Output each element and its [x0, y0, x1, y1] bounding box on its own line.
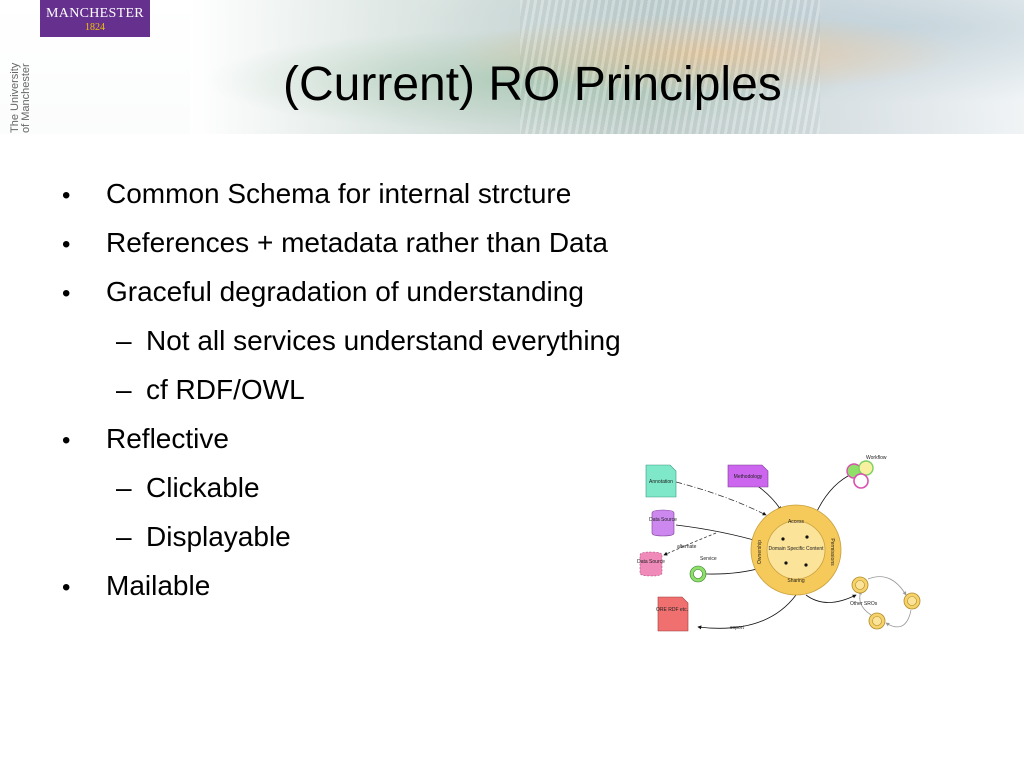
- edge-sro-b: [885, 609, 912, 628]
- data-source-icon: [651, 509, 675, 537]
- bullet-item: • Reflective: [58, 419, 229, 459]
- label-permissions: Permissions: [829, 538, 835, 566]
- bullet-text: Not all services understand everything: [146, 325, 621, 356]
- sub-bullet-item: –Displayable: [116, 517, 291, 557]
- bullet-dot-icon: •: [62, 574, 71, 601]
- dash-icon: –: [116, 374, 132, 405]
- label-access: Access: [788, 519, 805, 525]
- bullet-text: Graceful degradation of understanding: [106, 276, 584, 307]
- ro-center: [766, 520, 826, 580]
- service-node-inner: [693, 569, 703, 579]
- sub-bullet-item: –Clickable: [116, 468, 260, 508]
- edge-methodology: [755, 484, 782, 511]
- edge-alternate: [663, 532, 717, 556]
- dash-icon: –: [116, 325, 132, 356]
- sro-node-inner: [872, 616, 882, 626]
- label-other-sros: Other SROs: [850, 601, 878, 607]
- label-sharing: Sharing: [787, 578, 804, 584]
- workflow-node-icon: [858, 460, 874, 476]
- node-dot: [781, 537, 785, 541]
- edge-sro-a: [867, 576, 907, 596]
- logo-year: 1824: [85, 22, 105, 33]
- bullet-item: • Common Schema for internal strcture: [58, 174, 571, 214]
- bullet-text: Clickable: [146, 472, 260, 503]
- bullet-dot-icon: •: [62, 280, 71, 307]
- slide-title: (Current) RO Principles: [283, 58, 782, 111]
- bullet-item: • Mailable: [58, 566, 210, 606]
- dash-icon: –: [116, 521, 132, 552]
- node-dot: [784, 561, 788, 565]
- banner-stripes: [520, 0, 820, 134]
- bullet-dot-icon: •: [62, 427, 71, 454]
- node-dot: [805, 535, 809, 539]
- label-annotation: Annotation: [649, 479, 673, 485]
- bullet-text: Common Schema for internal strcture: [106, 178, 572, 209]
- bullet-item: • Graceful degradation of understanding: [58, 272, 584, 312]
- banner-background: [190, 0, 1024, 134]
- label-ore: ORE RDF etc.: [656, 607, 688, 613]
- bullet-item: • References + metadata rather than Data: [58, 223, 608, 263]
- edge-annotation: [675, 481, 767, 516]
- university-line-2: of Manchester: [20, 63, 32, 133]
- header-banner: [0, 0, 1024, 134]
- bullet-text: Displayable: [146, 521, 291, 552]
- label-alternate: alternate: [677, 544, 697, 550]
- dash-icon: –: [116, 472, 132, 503]
- logo-text: MANCHESTER: [46, 6, 144, 21]
- label-workflow: Workflow: [866, 455, 887, 461]
- label-data-source-1: Data Source: [649, 517, 677, 523]
- bullet-text: References + metadata rather than Data: [106, 227, 608, 258]
- ro-diagram: Access Sharing Ownership Permissions Dom…: [637, 455, 921, 632]
- university-vertical-label: The University of Manchester: [9, 23, 34, 133]
- label-export: export: [730, 625, 745, 631]
- workflow-node-icon: [853, 473, 869, 489]
- label-methodology: Methodology: [734, 474, 763, 480]
- bullet-text: Reflective: [106, 423, 229, 454]
- bullet-text: Mailable: [106, 570, 211, 601]
- bullet-dot-icon: •: [62, 231, 71, 258]
- data-source-alt-icon: [639, 551, 663, 577]
- sro-node-inner: [907, 596, 917, 606]
- sro-node-inner: [855, 580, 865, 590]
- node-dot: [804, 563, 808, 567]
- label-center: Domain Specific Content: [768, 546, 824, 552]
- label-ownership: Ownership: [757, 540, 763, 564]
- bullet-text: cf RDF/OWL: [146, 374, 305, 405]
- label-service: Service: [700, 556, 717, 562]
- ore-document-icon: [657, 596, 689, 632]
- manchester-logo: MANCHESTER 1824: [40, 0, 150, 37]
- label-data-source-2: Data Source: [637, 559, 665, 565]
- sub-bullet-item: –Not all services understand everything: [116, 321, 621, 361]
- edge-sros: [805, 594, 857, 603]
- sub-bullet-item: –cf RDF/OWL: [116, 370, 305, 410]
- edge-export: [697, 594, 797, 630]
- annotation-document-icon: [645, 464, 677, 498]
- bullet-dot-icon: •: [62, 182, 71, 209]
- methodology-document-icon: [727, 464, 769, 488]
